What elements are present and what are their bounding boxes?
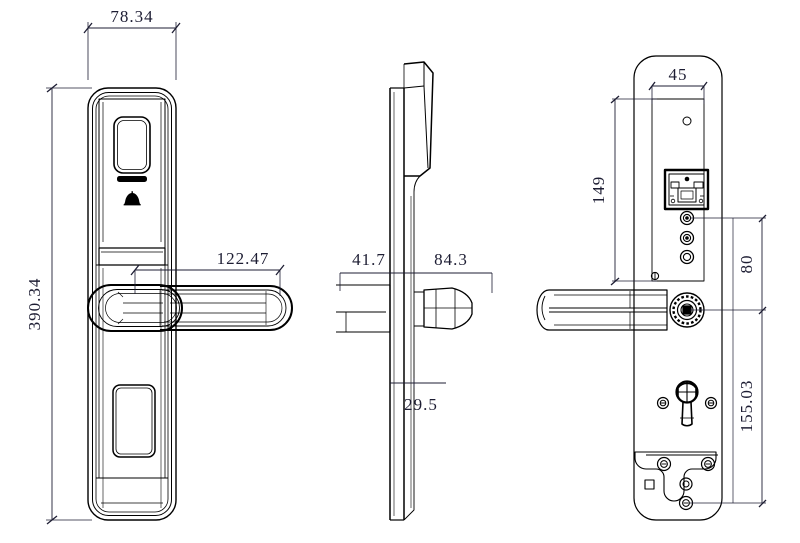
- lever-handle-arm-inner: [162, 289, 287, 327]
- angled-bezel-outline: [403, 61, 434, 177]
- fingerprint-sensor-slot: [117, 176, 147, 182]
- lower-module-panel: [98, 265, 166, 479]
- rear-view-dimensions: [610, 81, 767, 508]
- tick-80-bottom: [758, 306, 767, 315]
- rear-view: [536, 55, 723, 521]
- bracket-screw-mid[interactable]: [679, 477, 693, 491]
- tick-78-right: [171, 22, 181, 34]
- lever-handle-arm-bevel: [164, 293, 283, 323]
- tick-45-right: [700, 81, 708, 91]
- adjust-screw-3[interactable]: [679, 249, 695, 265]
- side-view: [336, 61, 473, 521]
- dim-label-flange-depth: 41.7: [352, 250, 386, 269]
- vent-hole: [682, 116, 692, 126]
- dim-label-hub-to-base: 155.03: [737, 380, 756, 433]
- side-cover-profile: [403, 175, 421, 521]
- tick-390-top: [46, 83, 58, 93]
- front-view: [87, 87, 293, 521]
- dim-label-knob-projection: 84.3: [434, 250, 468, 269]
- front-plate-bevel: [95, 95, 169, 513]
- dim-label-hub-offset: 80: [737, 255, 756, 274]
- tick-80-top: [758, 214, 767, 223]
- panel-stud: [650, 271, 660, 281]
- fingerprint-sensor[interactable]: [113, 116, 151, 174]
- bracket-square-marker: [644, 479, 655, 490]
- thumb-turn-knob[interactable]: [675, 380, 699, 427]
- battery-connector-block[interactable]: [663, 168, 710, 211]
- rear-knob-profile: [414, 287, 473, 330]
- dim-label-handle-length: 122.47: [217, 249, 270, 268]
- adjust-screw-2[interactable]: [679, 230, 695, 246]
- dim-label-plate-thickness: 29.5: [404, 395, 438, 414]
- dim-label-panel-height: 149: [589, 176, 608, 205]
- card-reader-panel-inner: [115, 387, 153, 455]
- lever-handle-rear[interactable]: [536, 289, 668, 331]
- thumb-turn-screw-left[interactable]: [656, 396, 670, 410]
- bezel-top-seam: [403, 85, 425, 89]
- tick-78-left: [83, 22, 93, 34]
- lever-handle-arm[interactable]: [160, 285, 293, 331]
- side-view-dimensions: [339, 272, 493, 388]
- tick-155-bottom: [758, 499, 767, 508]
- lever-handle-front[interactable]: [87, 284, 183, 332]
- tick-390-bottom: [46, 515, 58, 525]
- dim-label-front-width: 78.34: [110, 7, 153, 26]
- doorbell-icon[interactable]: [123, 191, 141, 206]
- card-reader-panel[interactable]: [112, 384, 156, 458]
- bracket-screw-top-left[interactable]: [656, 456, 672, 472]
- front-plate-inner-edge: [92, 92, 172, 516]
- mounting-flange: [336, 284, 391, 333]
- tick-149-bottom: [610, 277, 620, 286]
- rear-inner-panel: [651, 98, 705, 282]
- tick-149-top: [610, 95, 620, 104]
- thumb-turn-screw-right[interactable]: [704, 396, 718, 410]
- tick-45-left: [648, 81, 656, 91]
- tick-122-left: [130, 264, 140, 276]
- tick-122-right: [275, 264, 285, 276]
- bezel-inner-line: [423, 85, 429, 169]
- rear-plate-outline: [633, 55, 723, 521]
- front-view-dimensions: [46, 22, 285, 525]
- dim-label-panel-width: 45: [669, 65, 688, 84]
- dim-label-front-height: 390.34: [25, 278, 44, 331]
- mounting-bracket: [634, 451, 718, 502]
- bracket-screw-top-right[interactable]: [700, 456, 716, 472]
- fingerprint-sensor-inner: [117, 120, 147, 170]
